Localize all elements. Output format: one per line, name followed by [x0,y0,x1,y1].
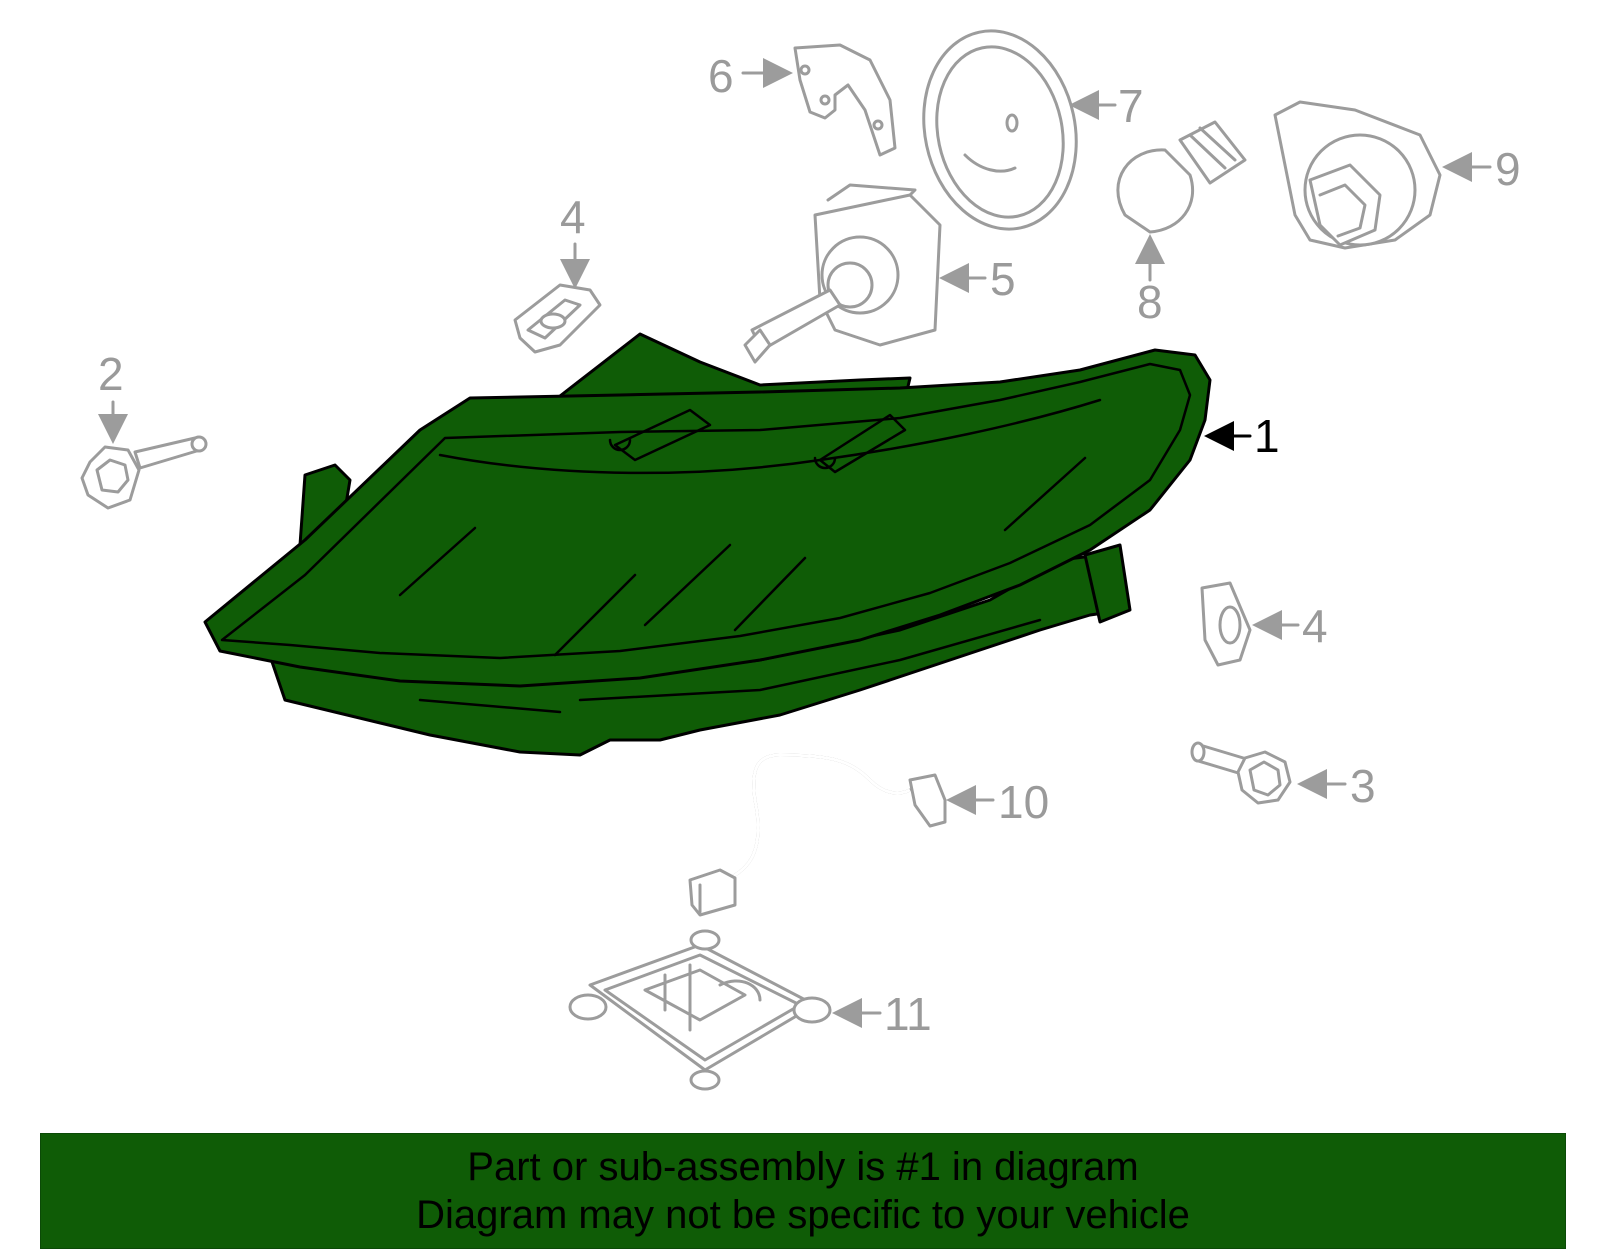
callout-label-3: 3 [1350,760,1376,812]
callout-5[interactable]: 5 [939,253,1016,305]
callout-10[interactable]: 10 [946,776,1049,828]
callout-label-9: 9 [1495,143,1521,195]
part-6-bracket[interactable] [793,43,897,157]
banner-line-2: Diagram may not be specific to your vehi… [416,1193,1190,1237]
part-11-control-module[interactable] [568,929,832,1091]
callout-label-2: 2 [98,348,124,400]
part-9-socket[interactable] [1273,100,1442,250]
part-4-clip-top[interactable] [513,283,602,354]
callout-7[interactable]: 7 [1069,80,1144,132]
callout-label-10: 10 [998,776,1049,828]
callout-8[interactable]: 8 [1135,234,1165,328]
headlamp-assembly[interactable] [203,332,1212,757]
callout-4-top[interactable]: 4 [560,191,590,289]
callout-label-1: 1 [1254,410,1280,462]
part-4-clip-right[interactable] [1200,581,1252,667]
callout-6[interactable]: 6 [708,50,793,102]
callout-label-8: 8 [1137,276,1163,328]
notice-banner: Part or sub-assembly is #1 in diagram Di… [40,1133,1566,1249]
part-8-bulb[interactable] [1116,120,1247,234]
callout-label-6: 6 [708,50,734,102]
callout-11[interactable]: 11 [832,988,932,1040]
callout-9[interactable]: 9 [1442,143,1521,195]
callout-label-5: 5 [990,253,1016,305]
callout-label-4a: 4 [560,191,586,243]
part-10-wiring-harness[interactable] [688,753,947,917]
part-3-bolt[interactable] [1190,741,1292,805]
callout-label-4b: 4 [1302,600,1328,652]
banner-line-1: Part or sub-assembly is #1 in diagram [467,1145,1139,1189]
part-7-cover[interactable] [906,17,1094,244]
callout-label-7: 7 [1118,80,1144,132]
callout-4-right[interactable]: 4 [1252,600,1328,652]
part-2-bolt[interactable] [80,435,208,510]
callout-1[interactable]: 1 [1204,410,1280,462]
part-5-bulb[interactable] [743,183,942,364]
callout-3[interactable]: 3 [1297,760,1376,812]
callout-label-11: 11 [884,988,932,1040]
callout-2[interactable]: 2 [98,348,128,444]
